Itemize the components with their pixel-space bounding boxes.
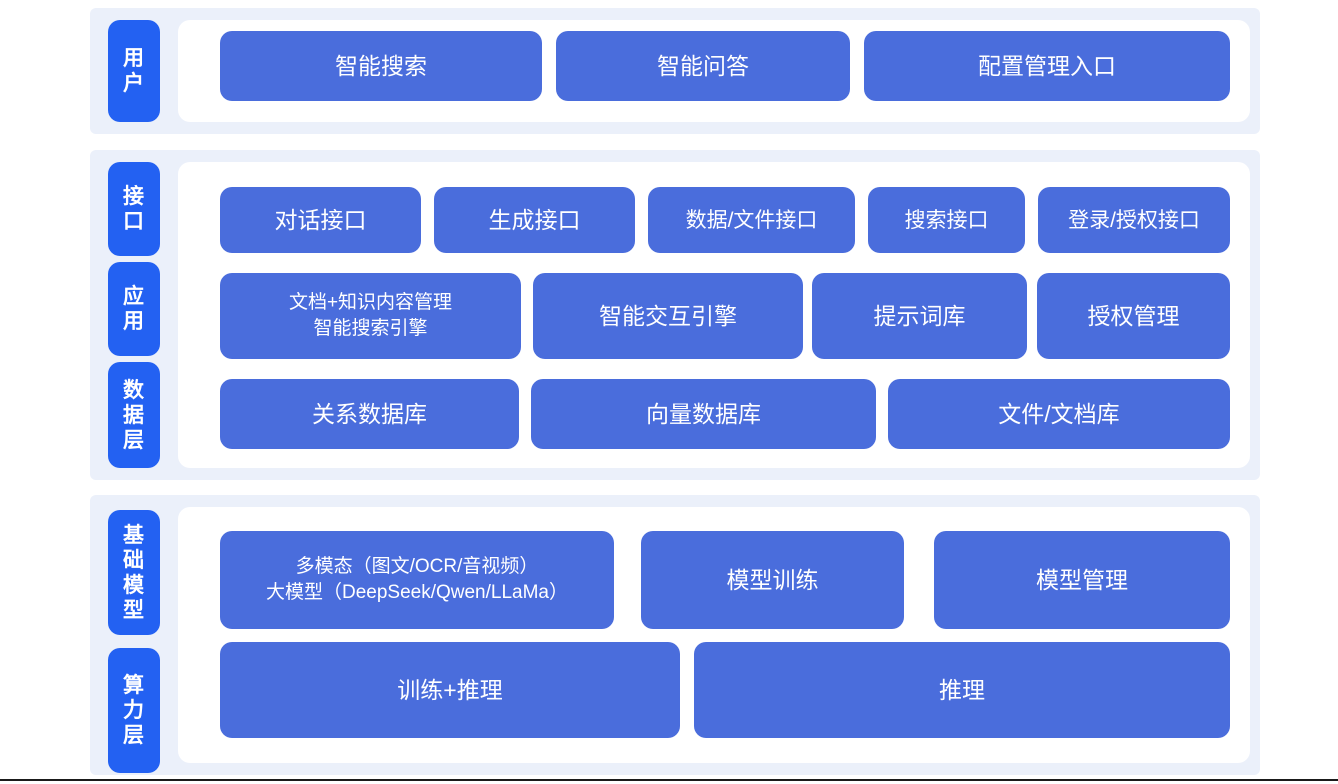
box-model-management[interactable]: 模型管理 bbox=[934, 531, 1230, 629]
box-login-auth-api[interactable]: 登录/授权接口 bbox=[1038, 187, 1230, 253]
layer-label-user-text: 用户 bbox=[123, 47, 145, 95]
box-file-document-store[interactable]: 文件/文档库 bbox=[888, 379, 1230, 449]
box-generation-api[interactable]: 生成接口 bbox=[434, 187, 635, 253]
box-smart-qa[interactable]: 智能问答 bbox=[556, 31, 850, 101]
layer-label-data-text: 数据层 bbox=[123, 378, 145, 452]
layer-label-user: 用户 bbox=[108, 20, 160, 122]
box-data-file-api[interactable]: 数据/文件接口 bbox=[648, 187, 855, 253]
layer-label-application: 应用 bbox=[108, 262, 160, 356]
box-smart-search[interactable]: 智能搜索 bbox=[220, 31, 542, 101]
layer-label-application-text: 应用 bbox=[123, 285, 145, 333]
layer-label-compute-text: 算力层 bbox=[123, 674, 145, 747]
box-search-api[interactable]: 搜索接口 bbox=[868, 187, 1025, 253]
box-vector-database[interactable]: 向量数据库 bbox=[531, 379, 876, 449]
box-dialog-api[interactable]: 对话接口 bbox=[220, 187, 421, 253]
layer-label-compute: 算力层 bbox=[108, 648, 160, 773]
layer-label-base-model: 基础模型 bbox=[108, 510, 160, 635]
box-inference[interactable]: 推理 bbox=[694, 642, 1230, 738]
layer-label-data: 数据层 bbox=[108, 362, 160, 468]
box-training-and-inference[interactable]: 训练+推理 bbox=[220, 642, 680, 738]
box-smart-interaction-engine[interactable]: 智能交互引擎 bbox=[533, 273, 803, 359]
layer-label-interface-text: 接口 bbox=[123, 185, 145, 233]
layer-label-base-model-text: 基础模型 bbox=[123, 523, 145, 622]
box-relational-database[interactable]: 关系数据库 bbox=[220, 379, 519, 449]
layer-label-interface: 接口 bbox=[108, 162, 160, 256]
box-prompt-library[interactable]: 提示词库 bbox=[812, 273, 1027, 359]
bottom-divider bbox=[0, 779, 1338, 781]
box-authorization-management[interactable]: 授权管理 bbox=[1037, 273, 1230, 359]
box-doc-knowledge-management[interactable]: 文档+知识内容管理 智能搜索引擎 bbox=[220, 273, 521, 359]
box-config-management-entry[interactable]: 配置管理入口 bbox=[864, 31, 1230, 101]
box-multimodal-large-model[interactable]: 多模态（图文/OCR/音视频） 大模型（DeepSeek/Qwen/LLaMa） bbox=[220, 531, 614, 629]
box-model-training[interactable]: 模型训练 bbox=[641, 531, 904, 629]
